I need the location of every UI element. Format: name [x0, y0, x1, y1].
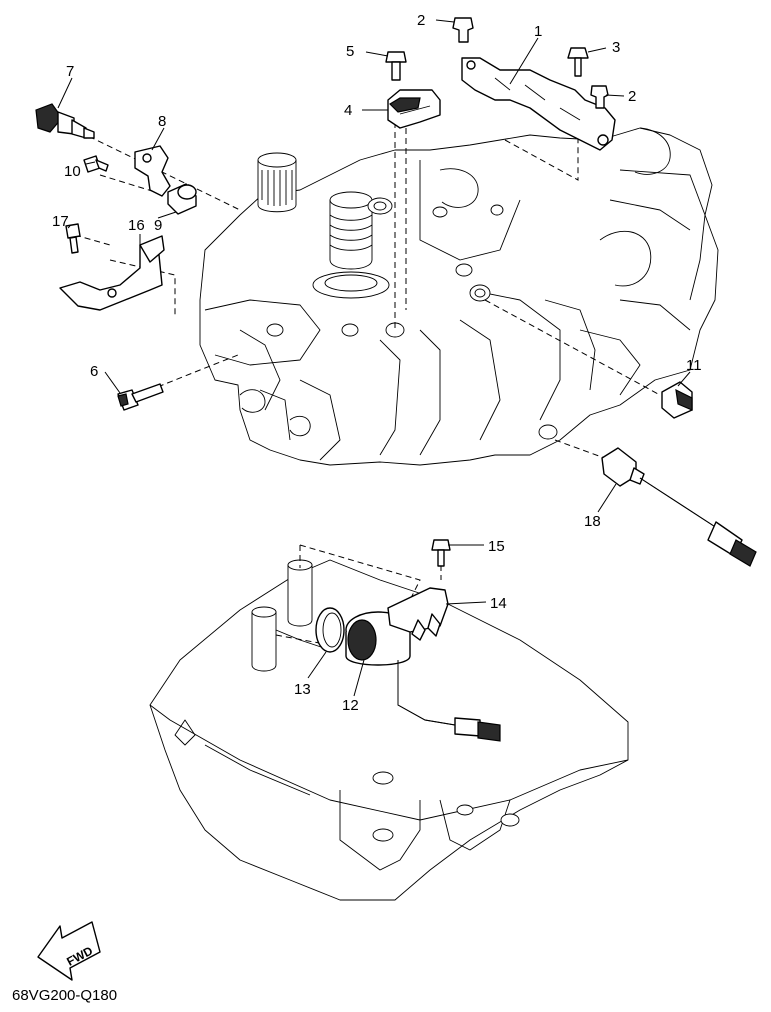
callout-10: 10 — [64, 163, 81, 180]
callout-2-right: 2 — [628, 88, 636, 105]
part-5-bolt — [385, 51, 407, 81]
callout-5: 5 — [346, 43, 354, 60]
part-14-bracket — [387, 587, 449, 641]
callout-labels: 1 2 2 3 4 5 6 7 8 9 10 11 12 13 14 15 16… — [52, 12, 702, 714]
callout-15: 15 — [488, 538, 505, 555]
callout-12: 12 — [342, 697, 359, 714]
part-2-clip-right — [590, 85, 609, 109]
callout-2-top: 2 — [417, 12, 425, 29]
assembly-guide-lines — [74, 112, 661, 646]
callout-6: 6 — [90, 363, 98, 380]
part-16-sensor-plate — [59, 235, 165, 311]
part-7-temperature-sensor — [35, 103, 95, 139]
callout-9: 9 — [154, 217, 162, 234]
part-17-screw — [65, 223, 81, 254]
part-8-clamp — [134, 145, 171, 197]
callout-7: 7 — [66, 63, 74, 80]
lower-casing — [149, 559, 629, 901]
forward-direction-badge: FWD — [37, 921, 101, 981]
crankshaft-top — [257, 152, 393, 299]
part-9-grommet — [167, 183, 197, 215]
callout-3: 3 — [612, 39, 620, 56]
callout-11: 11 — [686, 357, 702, 374]
fwd-arrow-icon — [37, 921, 101, 981]
callout-8: 8 — [158, 113, 166, 130]
part-13-o-ring — [315, 607, 345, 653]
callout-16: 16 — [128, 217, 145, 234]
part-1-bracket — [461, 57, 616, 151]
part-6-bolt — [117, 383, 164, 411]
part-10-bolt — [83, 155, 109, 173]
part-3-bolt — [567, 47, 589, 77]
part-4-sensor-bracket — [387, 89, 441, 129]
callout-13: 13 — [294, 681, 311, 698]
callout-4: 4 — [344, 102, 352, 119]
callout-1: 1 — [534, 23, 542, 40]
part-18-sensor-lead — [601, 447, 757, 567]
callout-17: 17 — [52, 213, 69, 230]
engine-block — [199, 127, 719, 466]
callout-18: 18 — [584, 513, 601, 530]
catalog-code: 68VG200-Q180 — [12, 987, 117, 1004]
part-15-bolt — [431, 539, 451, 567]
part-2-clip-top — [452, 17, 474, 43]
callout-leaders — [57, 19, 691, 697]
part-11-knock-sensor — [661, 381, 693, 419]
callout-14: 14 — [490, 595, 507, 612]
